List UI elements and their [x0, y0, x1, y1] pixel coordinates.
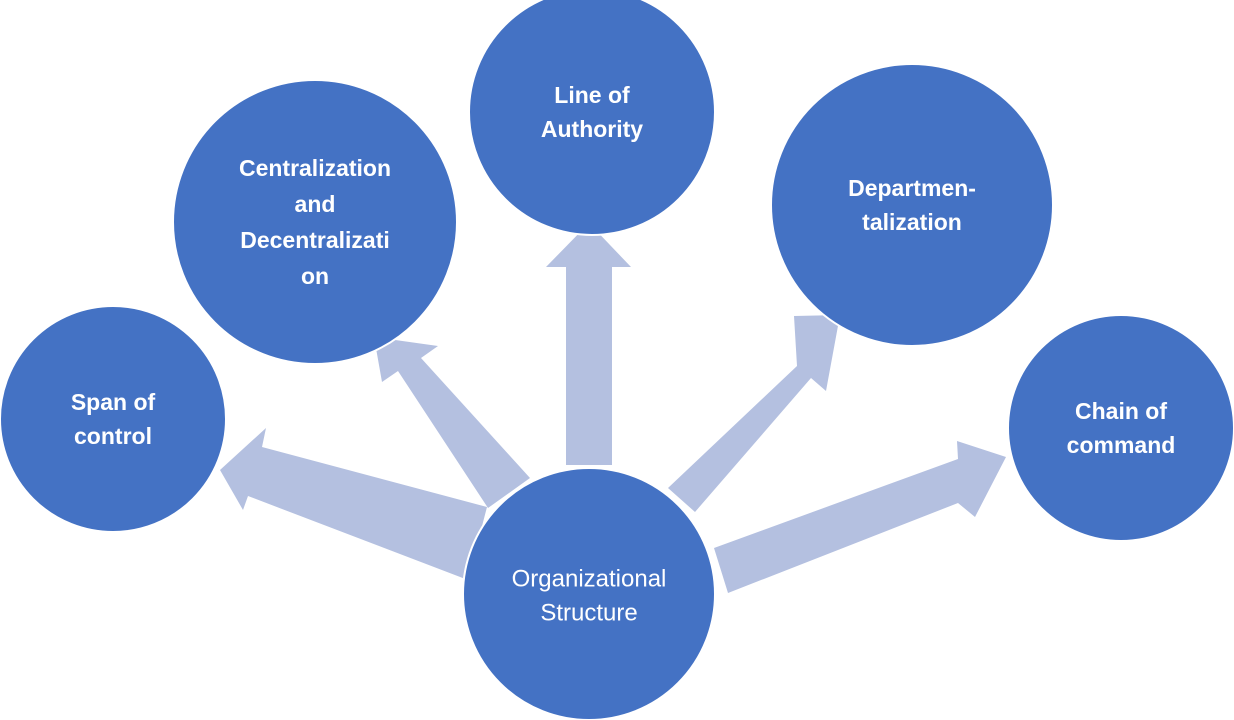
centralization-label-line-1: Centralization — [239, 155, 391, 181]
node-span-of-control: Span of control — [0, 305, 227, 533]
node-line-of-authority: Line of Authority — [468, 0, 716, 236]
center-circle — [462, 467, 716, 720]
centralization-circle — [172, 79, 458, 365]
node-chain-of-command: Chain of command — [1007, 314, 1234, 542]
arrow-to-chain-of-command — [714, 441, 1006, 593]
arrow-to-span-of-control — [220, 428, 487, 580]
arrows-layer — [220, 223, 1006, 593]
arrow-to-line-of-authority — [546, 223, 631, 465]
arrow-to-departmentalization — [668, 315, 840, 512]
centralization-label-line-2: and — [295, 191, 336, 217]
chain-of-command-label-line-1: Chain of — [1075, 398, 1167, 424]
arrow-to-centralization — [374, 337, 530, 508]
departmentalization-label-line-2: talization — [862, 209, 962, 235]
centralization-label-line-3: Decentralizati — [240, 227, 390, 253]
chain-of-command-circle — [1007, 314, 1234, 542]
centralization-label-line-4: on — [301, 263, 329, 289]
chain-of-command-label-line-2: command — [1067, 432, 1176, 458]
departmentalization-label-line-1: Departmen- — [848, 175, 976, 201]
node-departmentalization: Departmen-talization — [770, 63, 1054, 347]
line-of-authority-label-line-1: Line of — [554, 82, 630, 108]
line-of-authority-circle — [468, 0, 716, 236]
center-label-line-2: Structure — [540, 600, 637, 627]
line-of-authority-label-line-2: Authority — [541, 116, 643, 142]
span-of-control-circle — [0, 305, 227, 533]
departmentalization-circle — [770, 63, 1054, 347]
span-of-control-label-line-1: Span of — [71, 389, 156, 415]
span-of-control-label-line-2: control — [74, 423, 152, 449]
center-label-line-1: Organizational — [512, 566, 667, 593]
